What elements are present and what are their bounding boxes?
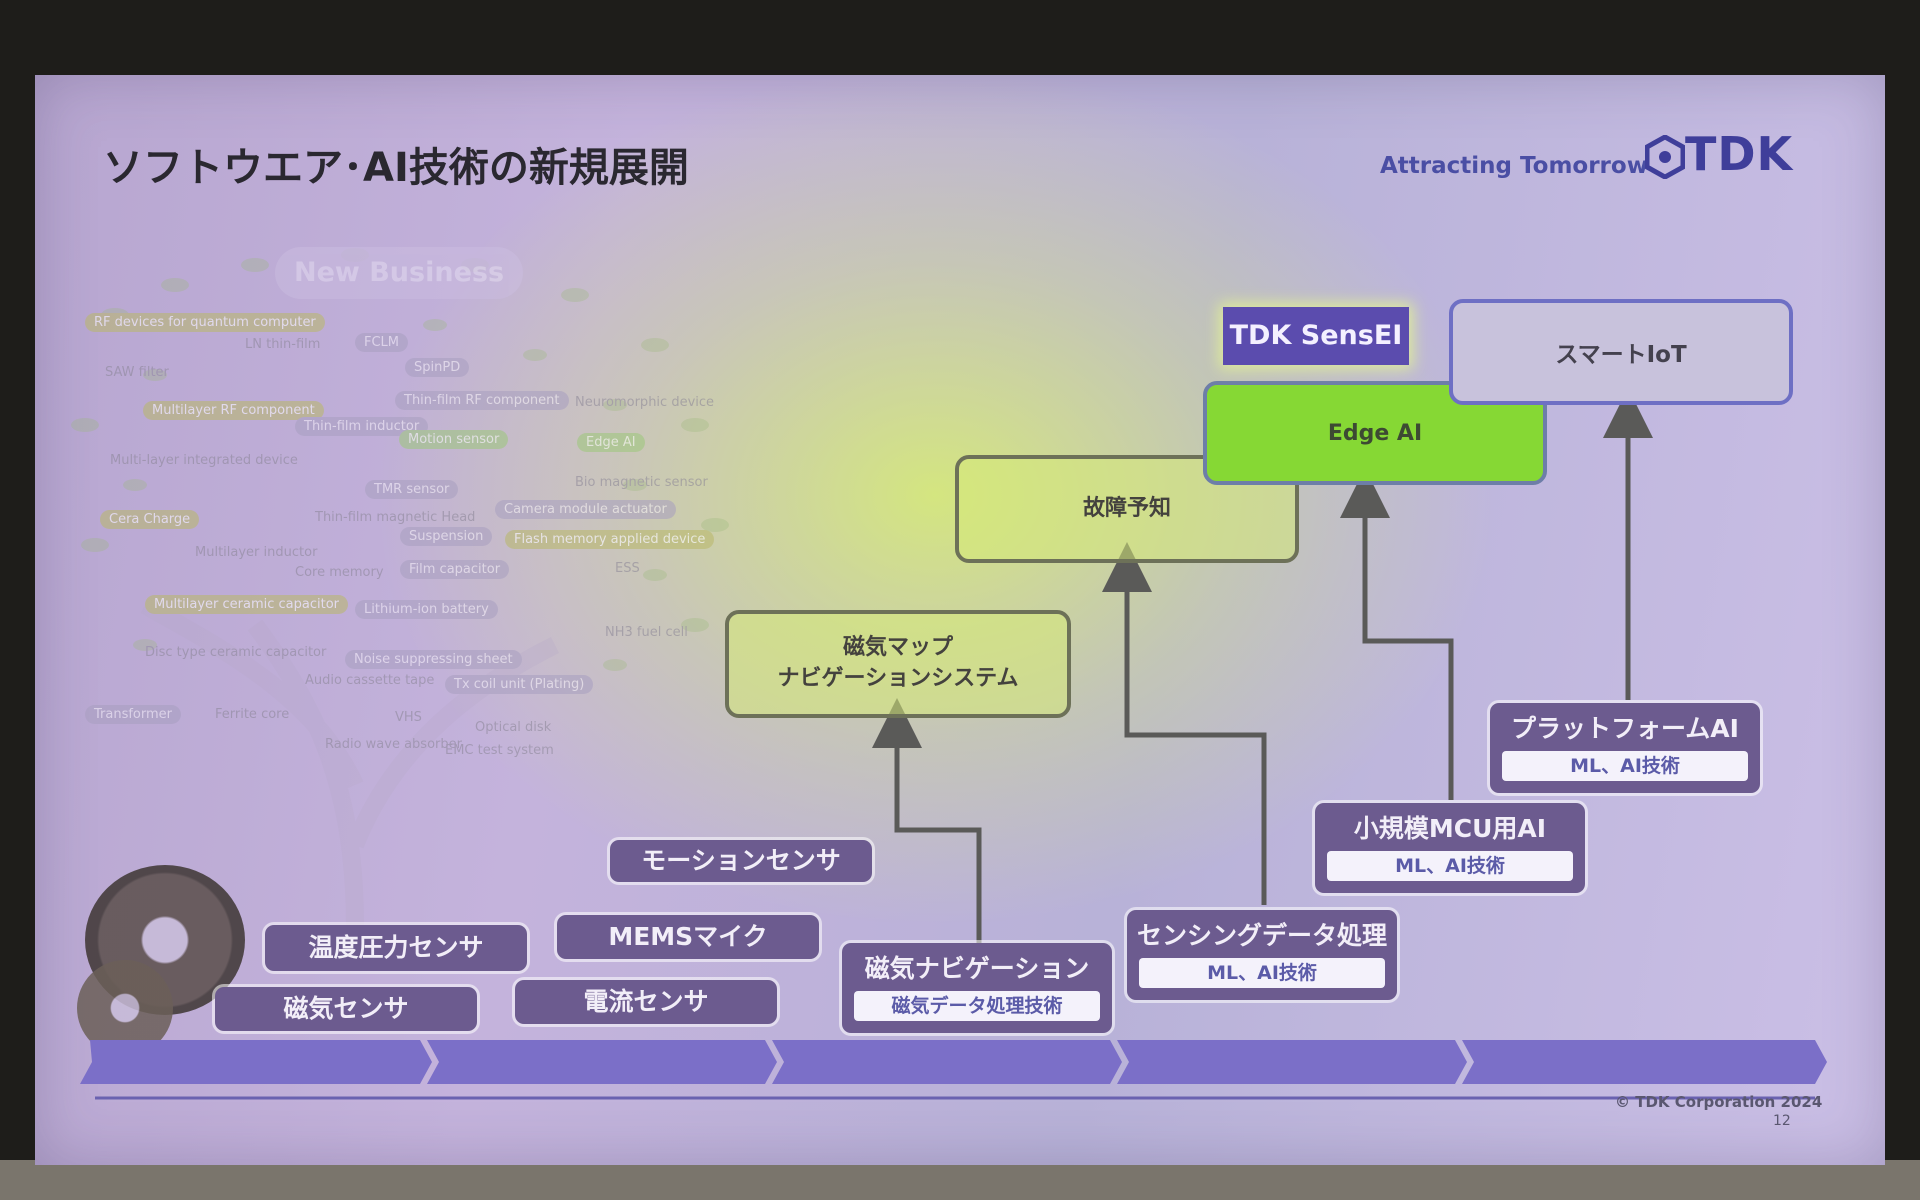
new-business-bubble: New Business [275, 247, 523, 299]
bg-label: RF devices for quantum computer [85, 313, 325, 332]
tech-mcu-ai-title: 小規模MCU用AI [1353, 814, 1547, 843]
background-tree-illustration: New Business RF devices for quantum comp… [55, 225, 775, 925]
arrow-sensing-to-fault [1102, 542, 1267, 905]
slide-title: ソフトウエア･AI技術の新規展開 [103, 145, 689, 191]
tech-platform-ai-sub: ML、AI技術 [1502, 751, 1748, 781]
tech-mcu-ai: 小規模MCU用AI ML、AI技術 [1315, 803, 1585, 893]
bg-label: Disc type ceramic capacitor [145, 645, 327, 660]
bg-label: Bio magnetic sensor [575, 475, 708, 490]
bg-label: Flash memory applied device [505, 530, 715, 549]
solution-mag-map-nav: 磁気マップ ナビゲーションシステム [725, 610, 1071, 718]
sensor-mems-mic: MEMSマイク [557, 915, 819, 959]
tech-platform-ai-title: プラットフォームAI [1511, 714, 1739, 743]
tdk-logo-icon [1645, 135, 1685, 179]
tech-mcu-ai-sub: ML、AI技術 [1327, 851, 1573, 881]
bg-label: LN thin-film [245, 337, 321, 352]
bg-label: Multilayer ceramic capacitor [145, 595, 349, 614]
bg-label: SpinPD [405, 358, 470, 377]
bg-label: TMR sensor [365, 480, 459, 499]
sensor-motion: モーションセンサ [610, 840, 872, 882]
tdk-sensei-label: TDK SensEI [1223, 307, 1409, 365]
tech-mag-nav: 磁気ナビゲーション 磁気データ処理技術 [842, 943, 1112, 1033]
bg-label: Noise suppressing sheet [345, 650, 522, 669]
bg-label: Neuromorphic device [575, 395, 715, 410]
bg-label: Thin-film magnetic Head [315, 510, 476, 525]
bg-label: ESS [615, 561, 640, 576]
bg-label: VHS [395, 710, 422, 725]
tech-mag-nav-sub: 磁気データ処理技術 [854, 991, 1100, 1021]
arrow-magnav-to-map [872, 698, 982, 945]
bg-label: Audio cassette tape [305, 673, 435, 688]
tdk-logo-text: TDK [1685, 127, 1794, 181]
tech-sensing-sub: ML、AI技術 [1139, 958, 1385, 988]
bg-label: FCLM [355, 333, 409, 352]
progress-chevron-bar [80, 1040, 1827, 1084]
bg-label: EMC test system [445, 743, 554, 758]
bg-label: NH3 fuel cell [605, 625, 688, 640]
bg-label: Film capacitor [400, 560, 510, 579]
tech-platform-ai: プラットフォームAI ML、AI技術 [1490, 703, 1760, 793]
bg-label: Multilayer RF component [143, 401, 324, 420]
sensor-magnetic: 磁気センサ [215, 987, 477, 1031]
sensor-temp-pressure: 温度圧力センサ [265, 925, 527, 971]
flow-arrows [80, 388, 1827, 1100]
tree-leaves-icon [71, 248, 729, 925]
bg-label: Motion sensor [399, 430, 509, 449]
copyright-notice: © TDK Corporation 2024 [1615, 1093, 1823, 1111]
bg-label: Core memory [295, 565, 384, 580]
bg-label: Camera module actuator [495, 500, 676, 519]
page-number: 12 [1773, 1113, 1791, 1129]
sensor-current: 電流センサ [515, 980, 777, 1024]
solution-smart-iot: スマートIoT [1449, 299, 1793, 405]
projected-slide: ソフトウエア･AI技術の新規展開 Attracting Tomorrow TDK… [35, 75, 1885, 1165]
bg-label: Thin-film RF component [395, 391, 569, 410]
bg-label: Lithium-ion battery [355, 600, 498, 619]
bg-label: Cera Charge [100, 510, 200, 529]
bg-label: Optical disk [475, 720, 552, 735]
tech-sensing-data: センシングデータ処理 ML、AI技術 [1127, 910, 1397, 1000]
bg-label: Transformer [85, 705, 182, 724]
bg-label: SAW filter [105, 365, 169, 380]
bg-label: Ferrite core [215, 707, 290, 722]
projector-floor-strip [0, 1160, 1920, 1200]
tagline: Attracting Tomorrow [1380, 153, 1648, 179]
bg-label: Radio wave absorber [325, 737, 462, 752]
arrow-mcu-to-edge [1340, 468, 1454, 800]
bg-label: Edge AI [577, 433, 645, 452]
bg-label: Thin-film inductor [295, 417, 429, 436]
bg-label: Multilayer inductor [195, 545, 318, 560]
tech-mag-nav-title: 磁気ナビゲーション [864, 954, 1090, 983]
bg-label: Tx coil unit (Plating) [445, 675, 594, 694]
bg-label: Multi-layer integrated device [110, 453, 298, 468]
bg-label: Suspension [400, 527, 493, 546]
tech-sensing-title: センシングデータ処理 [1136, 921, 1387, 950]
